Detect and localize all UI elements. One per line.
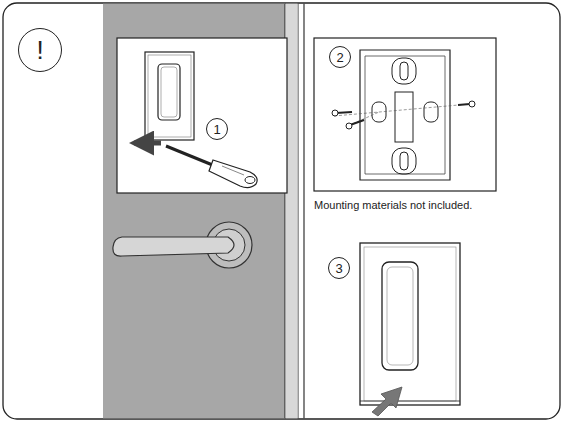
step-2-inset	[314, 38, 496, 191]
note-text: Mounting materials not included.	[314, 199, 472, 211]
warning-symbol: !	[18, 28, 62, 72]
callout-number: 3	[328, 257, 350, 279]
page-frame	[3, 3, 560, 419]
callout-number: 2	[329, 46, 351, 68]
node-text: 3	[335, 262, 342, 275]
step-1-inset	[117, 38, 287, 193]
node-text: !	[36, 37, 43, 63]
node-text: 1	[213, 123, 220, 136]
callout-number: 1	[206, 118, 228, 140]
step-3-switch	[360, 243, 460, 416]
node-text: 2	[336, 51, 343, 64]
door-handle	[113, 222, 252, 268]
